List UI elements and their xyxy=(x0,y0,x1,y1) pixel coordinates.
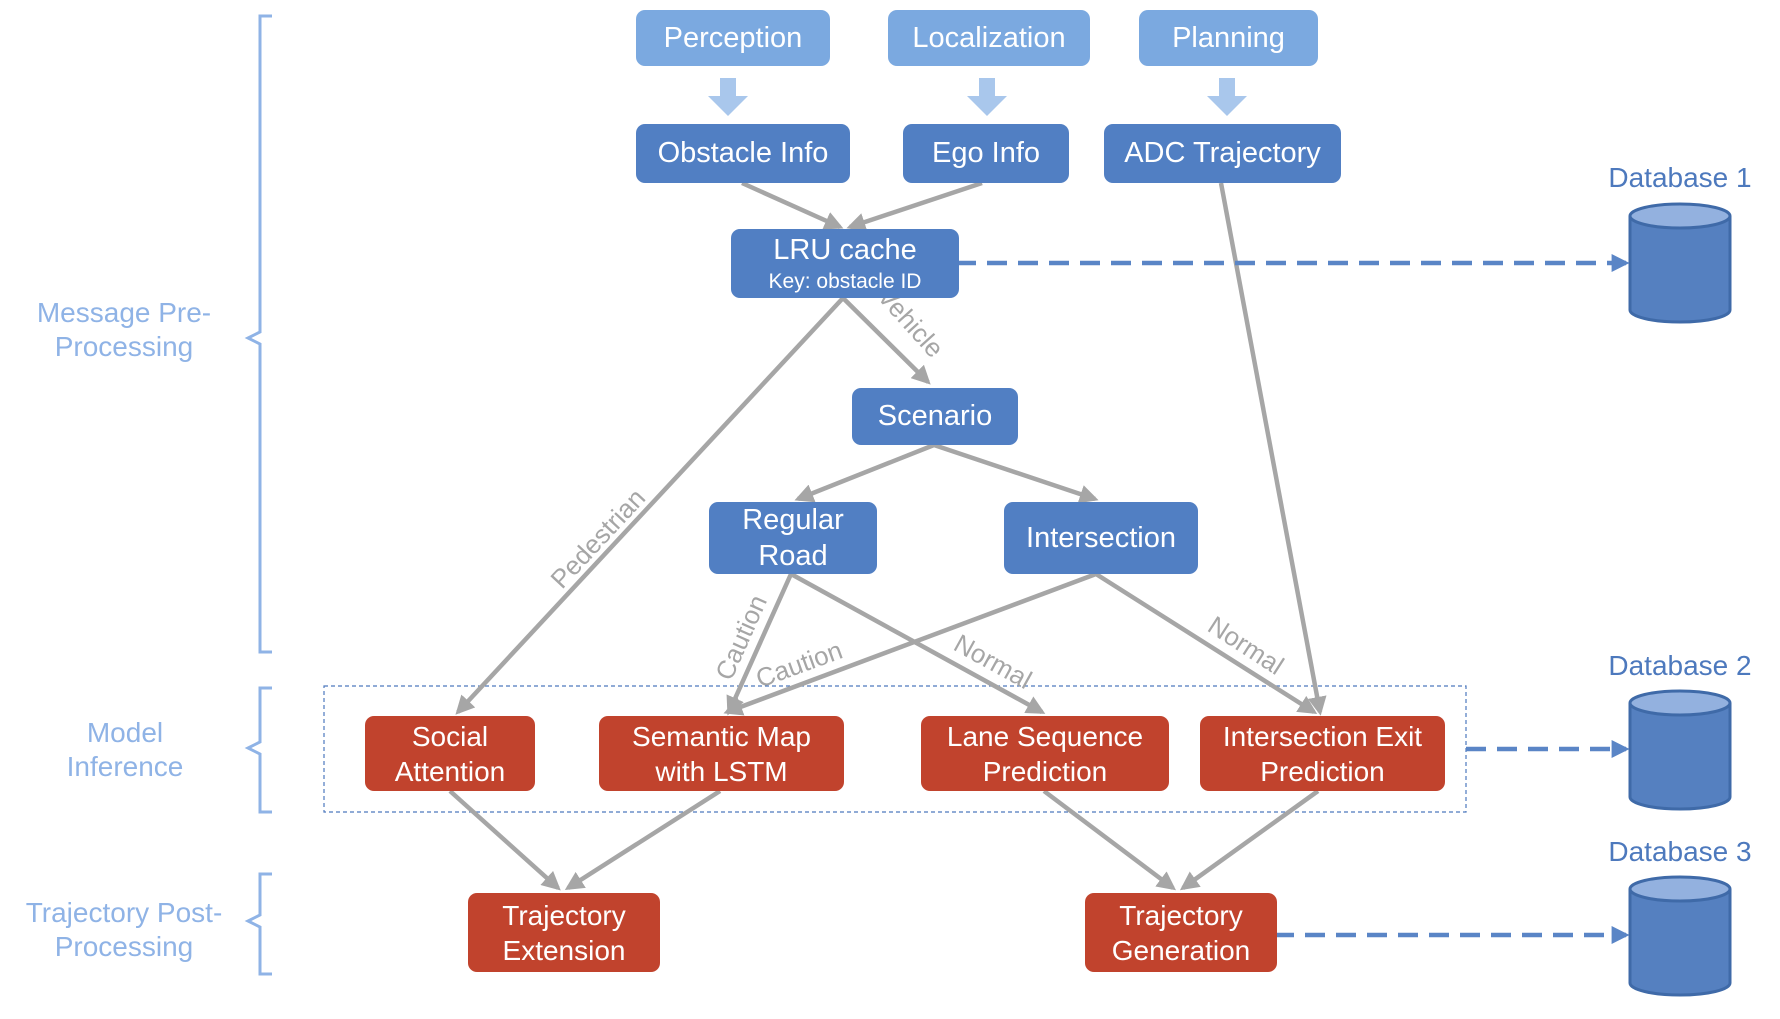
intersection-label: Intersection xyxy=(1026,521,1176,554)
perception-label: Perception xyxy=(663,21,803,54)
semantic-map-lstm-label: Semantic Map with LSTM xyxy=(632,720,811,787)
trajectory-extension-label: Trajectory Extension xyxy=(502,899,626,966)
semantic-map-lstm-node: Semantic Map with LSTM xyxy=(599,716,844,791)
lane-sequence-prediction-label: Lane Sequence Prediction xyxy=(946,720,1144,787)
edge-intersection-to-semantic-map xyxy=(723,571,1097,716)
edge-semantic-map-to-trajectory-extension xyxy=(564,789,722,891)
regular-road-label: Regular Road xyxy=(742,503,844,572)
adc-trajectory-node: ADC Trajectory xyxy=(1104,124,1341,183)
edge-scenario-to-regular-road xyxy=(794,442,935,503)
database-3-label: Database 3 xyxy=(1608,836,1752,867)
stage-label-post-processing: Trajectory Post-Processing xyxy=(25,897,223,963)
scenario-label: Scenario xyxy=(877,400,993,433)
intersection-exit-prediction-label: Intersection Exit Prediction xyxy=(1222,720,1423,787)
perception-down-arrow xyxy=(708,78,748,116)
trajectory-generation-node: Trajectory Generation xyxy=(1085,893,1277,972)
edge-social-attention-to-trajectory-extension xyxy=(448,789,561,891)
edge-ego-to-lru xyxy=(846,180,983,232)
lru-cache-subtitle: Key: obstacle ID xyxy=(768,270,922,293)
planning-label: Planning xyxy=(1172,21,1285,54)
post-processing-bracket xyxy=(244,872,272,976)
database-1-icon xyxy=(1628,202,1732,324)
database-3-icon xyxy=(1628,875,1732,997)
social-attention-label: Social Attention xyxy=(394,720,506,787)
intersection-node: Intersection xyxy=(1004,502,1198,574)
ego-info-node: Ego Info xyxy=(903,124,1069,183)
edge-regular-road-to-semantic-map xyxy=(726,573,794,716)
edge-lane-sequence-to-trajectory-generation xyxy=(1042,789,1177,891)
lru-cache-title: LRU cache xyxy=(773,233,917,266)
model-inference-bracket xyxy=(244,686,272,814)
localization-label: Localization xyxy=(912,21,1066,54)
localization-down-arrow xyxy=(967,78,1007,116)
obstacle-info-label: Obstacle Info xyxy=(657,137,829,170)
edge-label-pedestrian: Pedestrian xyxy=(544,483,651,594)
regular-road-node: Regular Road xyxy=(709,502,877,574)
stage-label-model-inference: Model Inference xyxy=(66,717,184,783)
ego-info-label: Ego Info xyxy=(931,137,1041,170)
edge-scenario-to-intersection xyxy=(933,442,1099,504)
edge-intersection-exit-to-trajectory-generation xyxy=(1179,789,1320,891)
obstacle-info-node: Obstacle Info xyxy=(636,124,850,183)
edge-intersection-to-intersection-exit xyxy=(1094,572,1318,715)
database-1-label: Database 1 xyxy=(1608,162,1752,193)
trajectory-extension-node: Trajectory Extension xyxy=(468,893,660,972)
database-2-icon xyxy=(1628,689,1732,811)
pre-processing-bracket xyxy=(244,14,272,654)
social-attention-node: Social Attention xyxy=(365,716,535,791)
adc-trajectory-label: ADC Trajectory xyxy=(1124,137,1321,170)
edge-lru-to-social-attention xyxy=(455,296,845,715)
planning-down-arrow xyxy=(1207,78,1247,116)
edge-lru-to-scenario xyxy=(841,296,931,385)
perception-node: Perception xyxy=(636,10,830,66)
lane-sequence-prediction-node: Lane Sequence Prediction xyxy=(921,716,1169,791)
planning-node: Planning xyxy=(1139,10,1318,66)
database-2-label: Database 2 xyxy=(1608,650,1752,681)
stage-label-pre-processing: Message Pre-Processing xyxy=(36,297,212,363)
scenario-node: Scenario xyxy=(852,388,1018,445)
localization-node: Localization xyxy=(888,10,1090,66)
trajectory-generation-label: Trajectory Generation xyxy=(1111,899,1251,966)
edge-obstacle-to-lru xyxy=(741,180,844,230)
lru-cache-node: LRU cache Key: obstacle ID xyxy=(731,229,959,298)
edge-adc-to-intersection-exit xyxy=(1218,182,1327,716)
intersection-exit-prediction-node: Intersection Exit Prediction xyxy=(1200,716,1445,791)
